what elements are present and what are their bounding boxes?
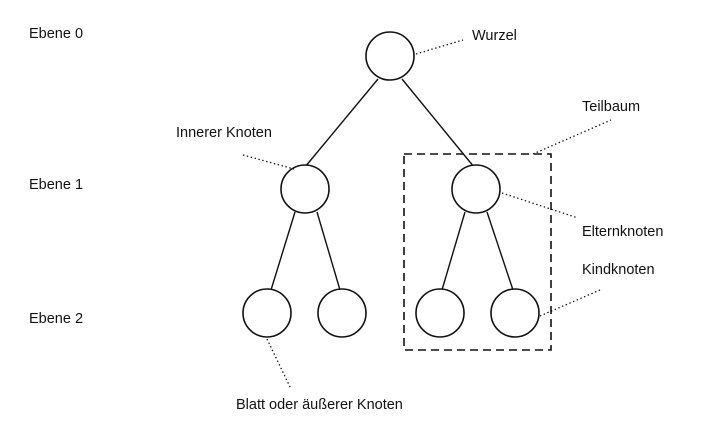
edge-root-n1-left — [304, 78, 379, 168]
node-level2-4 — [490, 288, 540, 338]
level-2-label: Ebene 2 — [29, 311, 83, 327]
subtree-label: Teilbaum — [582, 99, 640, 115]
node-level2-1 — [242, 288, 292, 338]
leader-subtree — [532, 119, 612, 155]
node-level1-left — [280, 164, 330, 214]
subtree-box — [403, 153, 552, 351]
leader-child-node — [539, 289, 601, 317]
root-label: Wurzel — [472, 28, 517, 44]
level-1-label: Ebene 1 — [29, 177, 83, 193]
leader-leaf — [266, 338, 292, 390]
edge-n1-right-n2-3 — [441, 211, 466, 291]
node-level1-right — [451, 164, 501, 214]
leader-lines — [242, 39, 612, 390]
leader-parent-node — [501, 192, 579, 219]
edge-n1-left-n2-1 — [270, 211, 296, 291]
level-0-label: Ebene 0 — [29, 26, 83, 42]
edge-root-n1-right — [401, 78, 475, 168]
parent-node-label: Elternknoten — [582, 224, 663, 240]
leader-inner-node — [242, 154, 295, 170]
node-level2-2 — [317, 288, 367, 338]
leaf-label: Blatt oder äußerer Knoten — [236, 397, 403, 413]
node-level2-3 — [415, 288, 465, 338]
leader-root — [415, 39, 464, 55]
inner-node-label: Innerer Knoten — [176, 125, 272, 141]
child-node-label: Kindknoten — [582, 262, 655, 278]
tree-nodes — [242, 31, 540, 338]
edge-n1-left-n2-2 — [316, 211, 341, 291]
tree-edges — [270, 78, 514, 291]
root-node — [365, 31, 415, 81]
edge-n1-right-n2-4 — [486, 211, 514, 291]
